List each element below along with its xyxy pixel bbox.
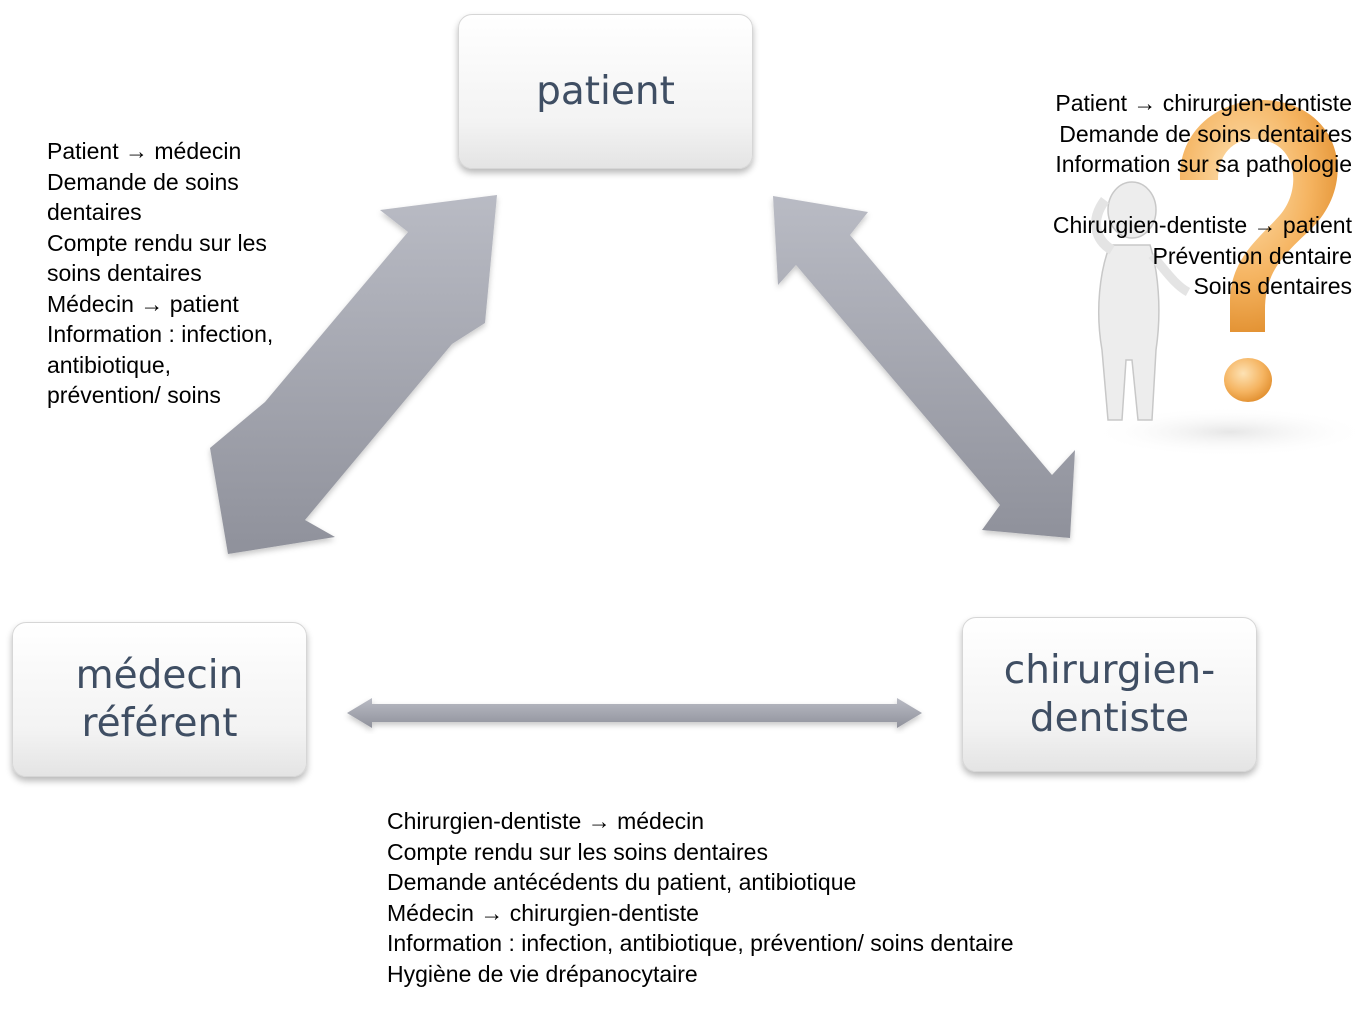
note-line: Demande antécédents du patient, antibiot… — [387, 869, 857, 895]
note-line: Chirurgien-dentiste → médecin — [387, 808, 705, 834]
note-line: Patient → chirurgien-dentiste — [1055, 90, 1352, 116]
node-medecin-referent: médecin référent — [12, 622, 307, 777]
note-line: Compte rendu sur les soins dentaires — [387, 838, 768, 865]
node-patient: patient — [458, 14, 753, 169]
note-line: Demande de soins dentaires — [1059, 120, 1352, 147]
note-line: Patient → médecin — [47, 138, 242, 164]
note-line: Médecin → patient — [47, 290, 239, 317]
note-line: Chirurgien-dentiste → patient — [1052, 212, 1352, 238]
note-line: Information : infection, antibiotique, p… — [47, 321, 274, 408]
note-patient-dentiste: Patient → chirurgien-dentiste Demande de… — [1052, 88, 1352, 302]
note-line: Information sur sa pathologie — [1055, 151, 1352, 177]
note-line: Demande de soins dentaires — [47, 168, 239, 226]
note-line: Hygiène de vie drépanocytaire — [387, 960, 698, 987]
node-chirurgien-dentiste: chirurgien- dentiste — [962, 617, 1257, 772]
note-line: Médecin → chirurgien-dentiste — [387, 899, 699, 926]
note-patient-medecin: Patient → médecin Demande de soins denta… — [47, 136, 282, 436]
note-spacer — [1052, 180, 1352, 211]
arrow-patient-medecin — [210, 195, 497, 554]
note-dentiste-medecin: Chirurgien-dentiste → médecin Compte ren… — [387, 806, 1027, 989]
note-line: Soins dentaires — [1193, 273, 1352, 299]
arrow-patient-dentiste — [773, 196, 1075, 538]
note-line: Prévention dentaire — [1152, 242, 1352, 269]
arrow-medecin-dentiste — [347, 698, 922, 728]
thinking-person-question-mark-icon — [1090, 100, 1360, 457]
note-line: Compte rendu sur les soins dentaires — [47, 229, 267, 287]
note-line: Information : infection, antibiotique, p… — [387, 930, 1014, 956]
